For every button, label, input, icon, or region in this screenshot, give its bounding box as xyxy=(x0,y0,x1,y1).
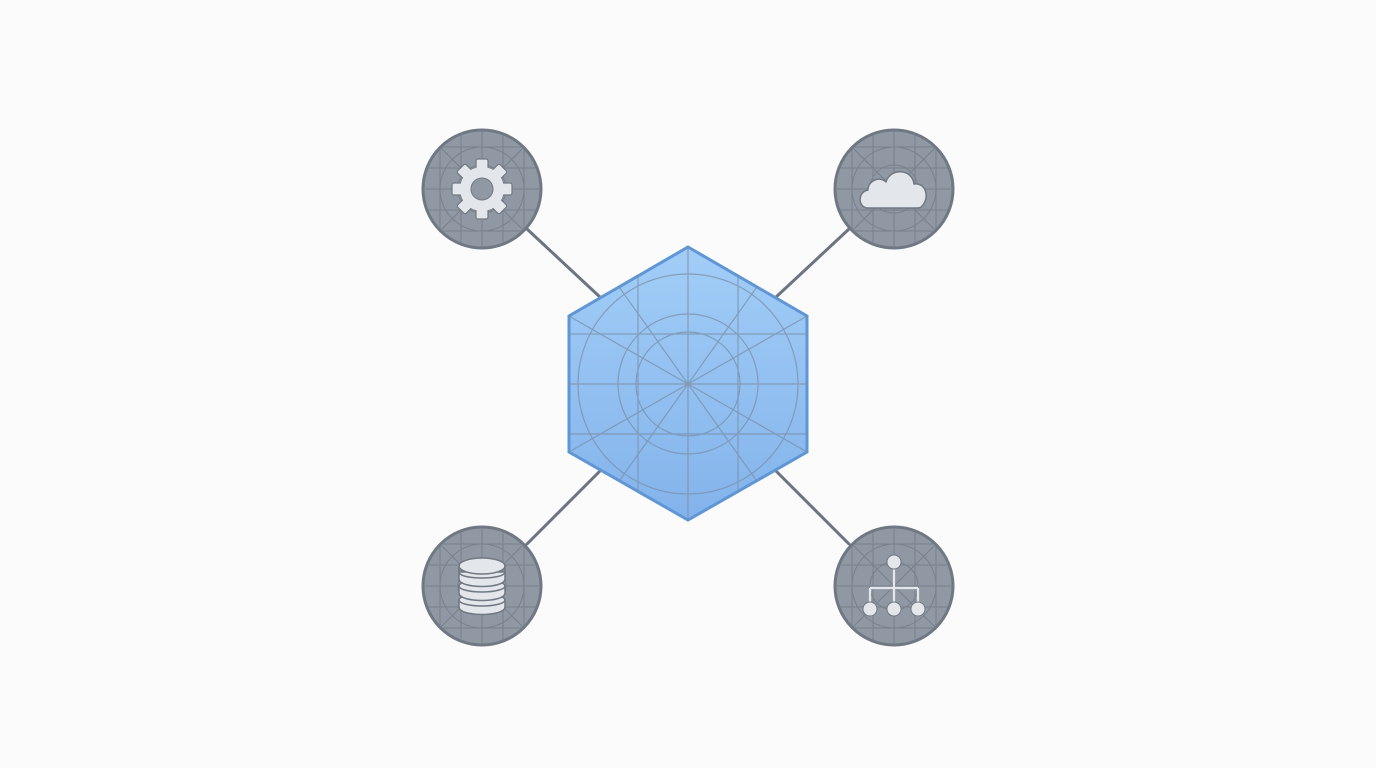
gear-icon xyxy=(451,158,513,220)
node-settings[interactable] xyxy=(421,128,543,250)
hub-hexagon xyxy=(567,245,809,522)
node-database[interactable] xyxy=(421,525,543,647)
hub-construction-guides xyxy=(569,247,807,520)
node-hierarchy[interactable] xyxy=(833,525,955,647)
connectors xyxy=(525,227,851,546)
connector-cloud xyxy=(773,227,851,300)
connector-database xyxy=(525,468,603,546)
hierarchy-icon xyxy=(862,554,926,617)
connector-hierarchy xyxy=(773,468,851,546)
connector-settings xyxy=(525,227,603,300)
node-cloud[interactable] xyxy=(833,128,955,250)
database-icon xyxy=(458,557,506,616)
cloud-icon xyxy=(859,171,927,209)
